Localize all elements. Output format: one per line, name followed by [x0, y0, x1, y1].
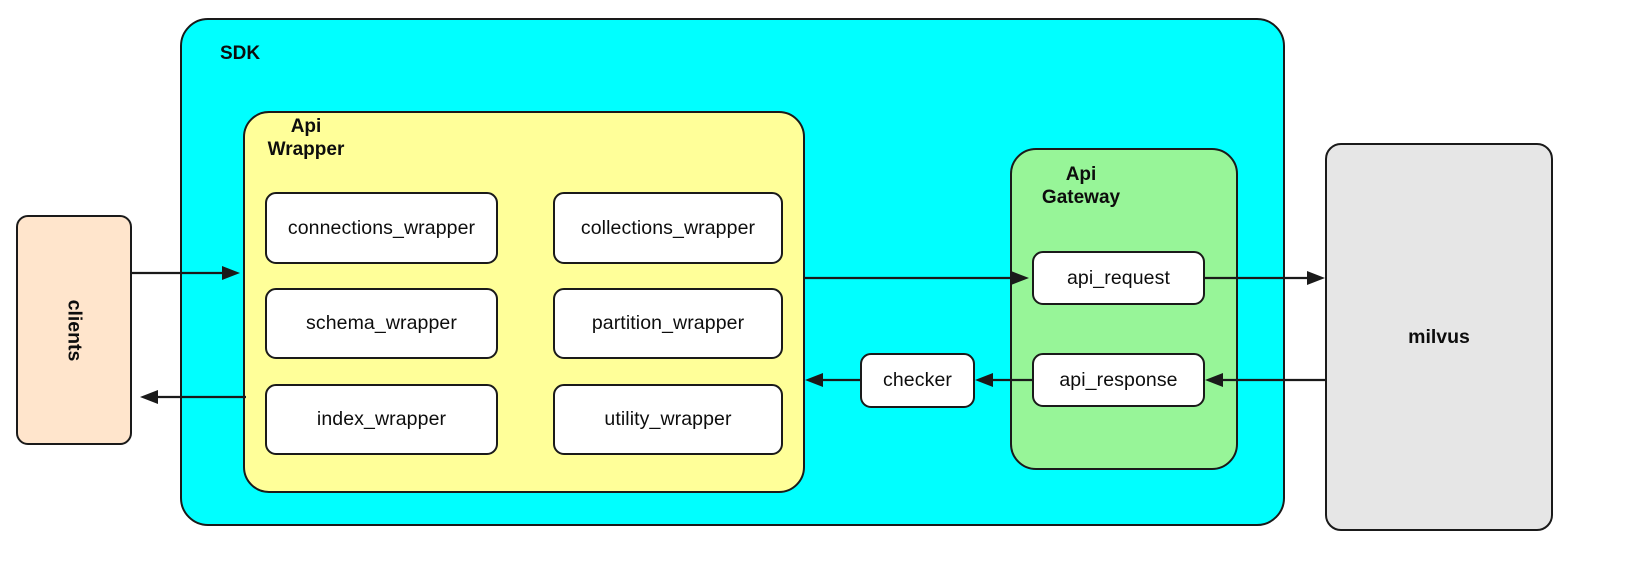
container-sdk-label: SDK	[220, 43, 261, 64]
wrapper-module-index[interactable]: index_wrapper	[265, 384, 498, 455]
connector-api-request-to-milvus	[1205, 267, 1329, 289]
actor-clients-label: clients	[63, 299, 86, 361]
container-api-wrapper-label: Api Wrapper	[267, 116, 345, 161]
wrapper-module-collections[interactable]: collections_wrapper	[553, 192, 783, 264]
wrapper-module-utility-label: utility_wrapper	[604, 408, 732, 430]
wrapper-module-partition-label: partition_wrapper	[591, 312, 745, 334]
connector-api-response-to-checker	[973, 369, 1035, 391]
wrapper-module-partition[interactable]: partition_wrapper	[553, 288, 783, 359]
container-api-gateway	[1010, 148, 1238, 470]
wrapper-module-schema[interactable]: schema_wrapper	[265, 288, 498, 359]
wrapper-module-schema-label: schema_wrapper	[306, 312, 457, 334]
connector-wrapper-to-api-request	[805, 267, 1033, 289]
gateway-module-api-response-label: api_response	[1059, 368, 1178, 391]
actor-milvus-label: milvus	[1408, 325, 1470, 348]
gateway-module-api-request-label: api_request	[1066, 266, 1170, 289]
actor-clients[interactable]: clients	[16, 215, 132, 445]
container-api-gateway-label: Api Gateway	[1041, 164, 1121, 209]
connector-checker-to-wrapper	[803, 369, 863, 391]
actor-milvus[interactable]: milvus	[1325, 143, 1553, 531]
checker-node[interactable]: checker	[860, 353, 975, 408]
checker-node-label: checker	[883, 369, 952, 391]
connector-clients-to-wrapper	[132, 262, 242, 284]
wrapper-module-index-label: index_wrapper	[316, 408, 447, 430]
wrapper-module-collections-label: collections_wrapper	[580, 216, 756, 239]
connector-wrapper-to-clients	[138, 386, 248, 408]
gateway-module-api-request[interactable]: api_request	[1032, 251, 1205, 305]
wrapper-module-connections-label: connections_wrapper	[287, 216, 476, 239]
wrapper-module-utility[interactable]: utility_wrapper	[553, 384, 783, 455]
wrapper-module-connections[interactable]: connections_wrapper	[265, 192, 498, 264]
connector-milvus-to-api-response	[1203, 369, 1327, 391]
gateway-module-api-response[interactable]: api_response	[1032, 353, 1205, 407]
